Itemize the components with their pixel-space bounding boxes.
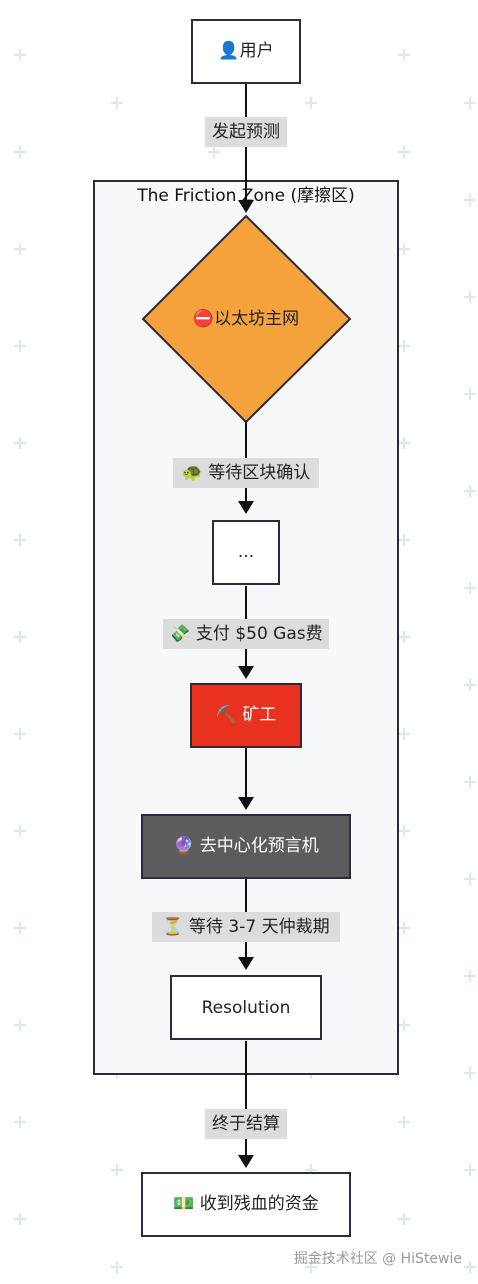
edge-label-arbitration: ⏳ 等待 3-7 天仲裁期 — [152, 912, 340, 942]
arrowhead-ellipsis — [238, 501, 254, 514]
node-miner-box[interactable] — [190, 683, 302, 748]
node-funds-label: 💵 收到残血的资金 — [173, 1194, 319, 1214]
node-ellipsis[interactable]: ... — [212, 520, 280, 585]
edge-label-initiate: 发起预测 — [205, 117, 287, 147]
edge-label-settle-bg — [205, 1109, 287, 1139]
edge-label-settle: 终于结算 — [205, 1109, 287, 1139]
node-user-box[interactable] — [191, 19, 301, 84]
node-resolution[interactable]: Resolution — [170, 975, 322, 1040]
arrowhead-resolution — [238, 957, 254, 970]
node-oracle-box[interactable] — [141, 814, 351, 879]
node-oracle[interactable]: 🔮 去中心化预言机 — [141, 814, 351, 879]
edge-label-arbitration-bg — [152, 912, 340, 942]
edge-label-arbitration-text: ⏳ 等待 3-7 天仲裁期 — [162, 916, 329, 937]
node-eth-diamond[interactable] — [141, 214, 352, 424]
node-ellipsis-label: ... — [238, 542, 254, 562]
edge-label-wait-confirm: 🐢 等待区块确认 — [173, 458, 319, 488]
edge-label-gas-fee-bg — [163, 619, 329, 649]
node-oracle-label: 🔮 去中心化预言机 — [173, 835, 319, 856]
node-eth-mainnet[interactable]: ⛔以太坊主网 — [141, 214, 352, 424]
arrowhead-oracle — [238, 797, 254, 810]
edge-label-initiate-bg — [205, 117, 287, 147]
watermark-text: 掘金技术社区 @ HiStewie — [294, 1251, 462, 1267]
arrowhead-miner — [238, 666, 254, 679]
arrowhead-funds — [238, 1155, 254, 1168]
node-funds-box[interactable] — [141, 1172, 351, 1237]
node-eth-label: ⛔以太坊主网 — [193, 308, 299, 329]
edge-label-initiate-text: 发起预测 — [212, 122, 280, 142]
node-user[interactable]: 👤用户 — [191, 19, 301, 84]
arrowhead-eth — [238, 200, 254, 213]
edge-label-gas-fee-text: 💸 支付 $50 Gas费 — [169, 624, 322, 644]
edge-label-settle-text: 终于结算 — [212, 1114, 280, 1134]
edge-label-wait-confirm-bg — [173, 458, 319, 488]
edge-label-gas-fee: 💸 支付 $50 Gas费 — [163, 619, 329, 649]
node-ellipsis-box[interactable] — [212, 520, 280, 585]
node-resolution-box[interactable] — [170, 975, 322, 1040]
edge-label-wait-confirm-text: 🐢 等待区块确认 — [182, 463, 311, 483]
node-miner-label: ⛏️ 矿工 — [216, 704, 277, 725]
node-user-label: 👤用户 — [218, 40, 273, 61]
node-funds[interactable]: 💵 收到残血的资金 — [141, 1172, 351, 1237]
node-miner[interactable]: ⛏️ 矿工 — [190, 683, 302, 748]
node-resolution-label: Resolution — [202, 998, 291, 1018]
